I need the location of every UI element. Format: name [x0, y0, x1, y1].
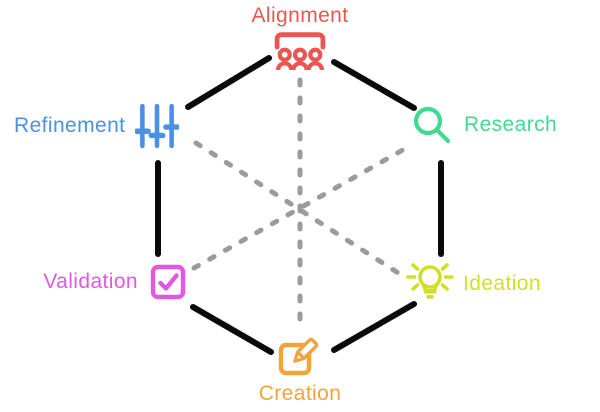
node-alignment: Alignment [220, 4, 380, 70]
node-refinement-label: Refinement [14, 114, 126, 137]
sliders-icon [135, 103, 180, 149]
edit-pencil-icon [278, 337, 319, 376]
edge-alignment-research [331, 59, 417, 111]
node-refinement: Refinement [14, 103, 180, 149]
node-validation: Validation [30, 264, 186, 300]
node-ideation: Ideation [403, 260, 541, 308]
lightbulb-icon [406, 263, 454, 299]
dashed-diagonals [191, 77, 411, 333]
dashed-line-validation-research [191, 144, 411, 271]
node-alignment-label: Alignment [251, 4, 349, 27]
checkbox-check-icon [150, 264, 186, 300]
audience-group-icon [274, 32, 326, 70]
node-creation-label: Creation [258, 382, 342, 405]
hexagon-edges [155, 55, 444, 355]
node-validation-label: Validation [43, 270, 138, 293]
node-ideation-label: Ideation [463, 272, 541, 295]
node-research-label: Research [464, 113, 558, 136]
node-research: Research [412, 105, 557, 145]
node-creation: Creation [220, 333, 380, 406]
dashed-line-refinement-ideation [193, 140, 409, 281]
edge-refinement-alignment [185, 55, 272, 110]
search-icon [413, 106, 451, 144]
edge-ideation-creation [331, 301, 417, 353]
edge-creation-validation [190, 304, 274, 355]
